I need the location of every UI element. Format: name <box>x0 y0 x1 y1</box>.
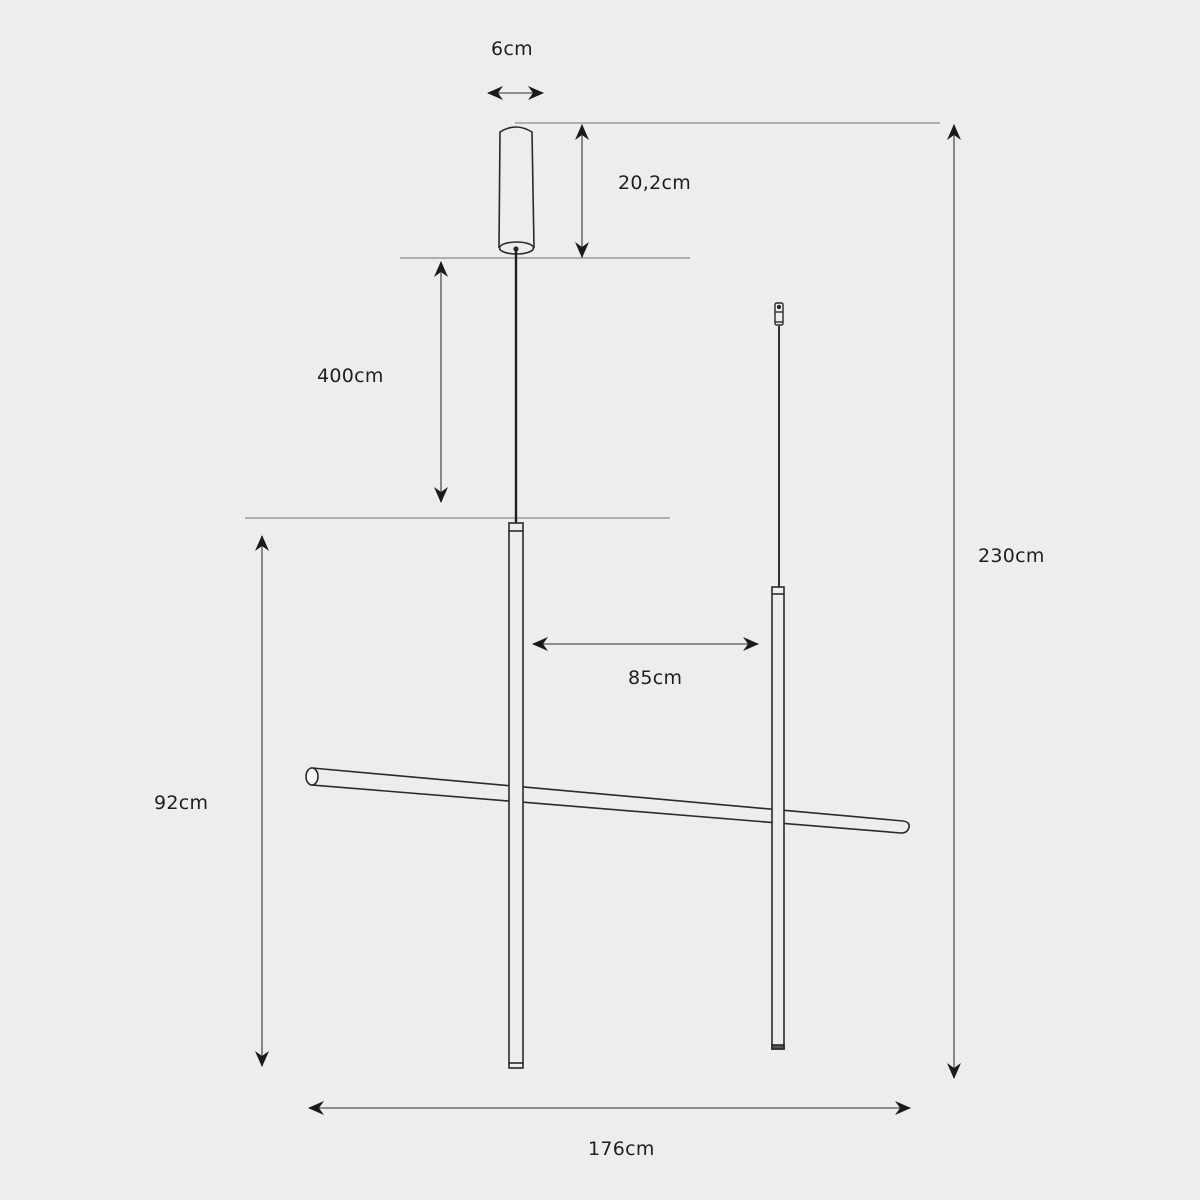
lamp-spacing-label: 85cm <box>628 667 683 689</box>
canopy-height-label: 20,2cm <box>618 172 692 194</box>
left-vertical-tube <box>508 522 524 1069</box>
lamp-height-label: 92cm <box>154 792 209 814</box>
extension-lines <box>245 122 940 519</box>
total-height-label: 230cm <box>978 545 1045 567</box>
cable-length-label: 400cm <box>317 365 384 387</box>
right-vertical-tube <box>771 586 785 1050</box>
canopy-width-label: 6cm <box>491 38 533 60</box>
total-width-label: 176cm <box>588 1138 655 1160</box>
right-ceiling-connector <box>774 302 784 326</box>
horizontal-tube <box>305 767 910 834</box>
canopy <box>498 126 535 255</box>
dimension-arrows <box>255 86 961 1115</box>
